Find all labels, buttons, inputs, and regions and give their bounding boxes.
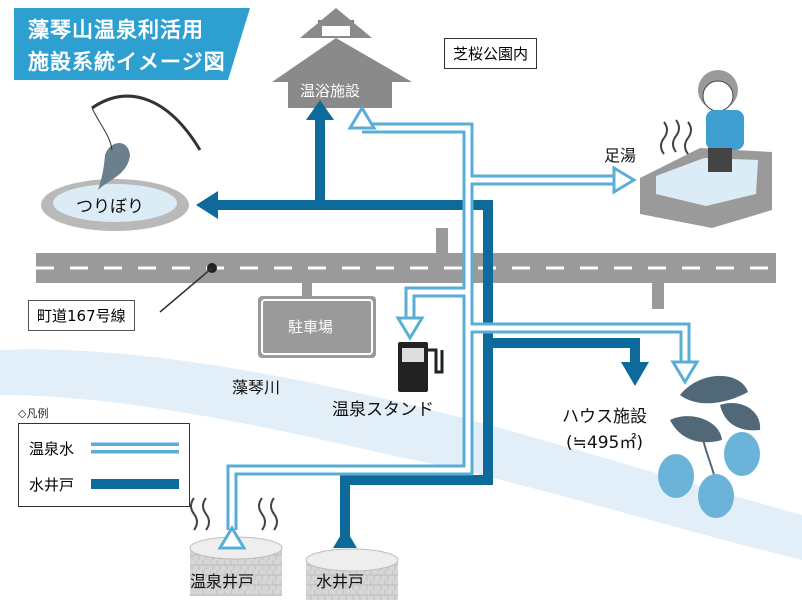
river-label: 藻琴川 — [232, 378, 281, 397]
strawberry-plant — [658, 375, 761, 518]
parking-label: 駐車場 — [288, 318, 334, 336]
road-leader — [159, 267, 213, 313]
footbath — [640, 70, 772, 228]
legend-label-hot: 温泉水 — [29, 440, 75, 458]
title-line-2: 施設系統イメージ図 — [28, 50, 226, 74]
fishing-pond — [41, 94, 202, 231]
legend-swatch-hot — [91, 442, 179, 454]
legend-label-well: 水井戸 — [29, 476, 75, 494]
water-well-label: 水井戸 — [316, 572, 365, 591]
hot-arrow-house — [670, 360, 700, 385]
hot-arrow-bath — [347, 105, 377, 130]
water-well — [305, 548, 399, 600]
legend-swatch-well — [91, 479, 179, 489]
legend: 温泉水 水井戸 — [18, 423, 190, 507]
title-background — [14, 8, 250, 80]
well-arrow-fishing — [196, 191, 218, 219]
title-block: 藻琴山温泉利活用 施設系統イメージ図 — [14, 8, 250, 80]
title-line-1: 藻琴山温泉利活用 — [28, 18, 204, 42]
parking-lot — [258, 296, 376, 358]
hot-water-pipes-inner — [229, 125, 688, 530]
hot-arrow-source — [217, 525, 247, 550]
fishing-label: つりぼり — [76, 197, 144, 217]
house-label: ハウス施設 — [562, 407, 647, 427]
well-arrow-bath — [306, 100, 334, 120]
stand-label: 温泉スタンド — [332, 400, 434, 420]
bath-label: 温浴施設 — [300, 82, 361, 100]
river — [0, 349, 802, 560]
hot-well-label: 温泉井戸 — [190, 572, 255, 591]
well-arrow-source — [333, 528, 357, 548]
footbath-label: 足湯 — [604, 146, 637, 165]
road-label: 町道167号線 — [28, 300, 135, 331]
hot-arrow-footbath — [612, 165, 637, 195]
house-area-label: (≒495㎡) — [566, 433, 643, 453]
well-arrow-house — [621, 362, 649, 386]
stand-pump — [398, 342, 444, 392]
park-label: 芝桜公園内 — [444, 38, 538, 69]
legend-heading: ◇凡例 — [18, 407, 49, 420]
well-water-pipes — [216, 118, 640, 545]
road — [36, 228, 776, 309]
bath-building — [272, 8, 412, 108]
hot-arrow-stand — [395, 316, 425, 341]
